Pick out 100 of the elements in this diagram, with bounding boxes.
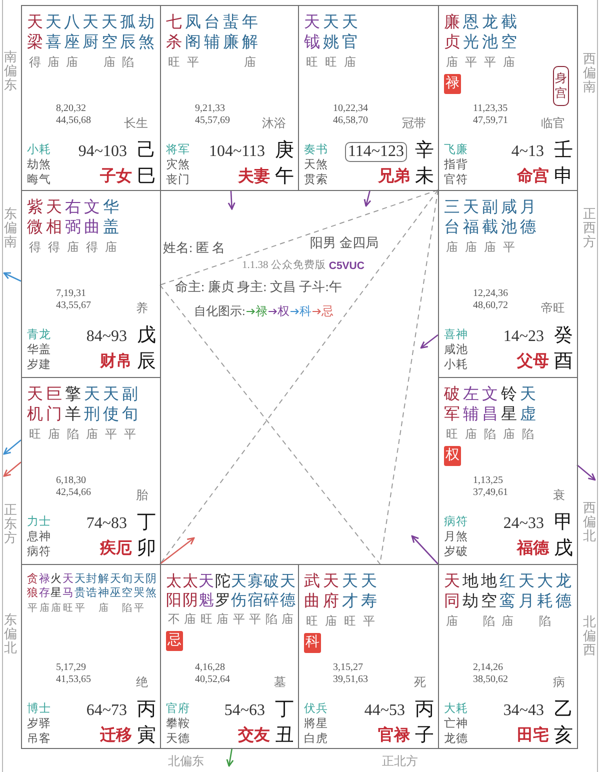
legend-label: 禄	[255, 305, 268, 319]
star-name: 贪狼	[27, 572, 38, 600]
arrow	[3, 440, 22, 455]
star-brightness: 平	[465, 56, 477, 70]
palace-name: 官禄	[378, 727, 410, 746]
age-list: 11,23,35 47,59,71	[473, 103, 508, 127]
legend-label: 权	[277, 305, 290, 319]
star-name: 劫煞	[138, 13, 154, 53]
star-brightness: 陷	[265, 613, 278, 626]
age-list: 8,20,32 44,56,68	[56, 103, 91, 127]
decade-range: 4~13	[511, 143, 544, 162]
earthly-branch: 申	[554, 166, 573, 188]
spirit-name: 博士	[27, 703, 51, 716]
star-name: 龙德	[555, 572, 572, 612]
age-list: 7,19,31 43,55,67	[56, 288, 91, 312]
star-brightness: 庙	[484, 241, 496, 254]
spirit-name: 咸池	[444, 344, 468, 358]
star-name: 天才	[342, 572, 358, 612]
star-name: 天相	[46, 198, 62, 238]
decade-range: 24~33	[503, 515, 544, 534]
version-code: C5VUC	[328, 260, 364, 272]
direction-label: 正北方	[382, 755, 418, 769]
star-name: 咸池	[501, 198, 517, 238]
palace-cell	[21, 190, 161, 378]
star-brightness: 平	[105, 428, 117, 442]
star-brightness: 庙	[66, 56, 78, 70]
spirit-name: 大耗	[444, 703, 468, 716]
star-brightness: 庙	[446, 615, 458, 628]
star-name: 天钺	[304, 13, 320, 53]
star-brightness: 得	[48, 241, 60, 254]
star-brightness: 庙	[325, 615, 337, 628]
spirit-name: 息神	[27, 531, 51, 544]
star-name: 天伤	[231, 572, 247, 610]
star-brightness: 陷	[483, 615, 496, 628]
star-brightness: 平	[28, 603, 38, 614]
palace-cell	[438, 377, 578, 565]
star-brightness: 得	[29, 241, 41, 254]
palace-cell	[298, 5, 439, 191]
star-brightness: 庙	[465, 241, 477, 254]
arrow	[420, 334, 438, 349]
star-name: 天姚	[323, 13, 339, 53]
star-name: 紫微	[27, 198, 43, 238]
earthly-branch: 戌	[554, 538, 573, 560]
palace-cell	[160, 564, 299, 749]
star-name: 三台	[444, 198, 460, 238]
palace-name: 疾厄	[100, 540, 132, 558]
star-name: 文昌	[482, 385, 498, 425]
star-name: 天德	[280, 572, 296, 610]
direction-label: 西偏北	[583, 501, 596, 543]
earthly-branch: 寅	[137, 725, 156, 747]
version-text: 1.1.38 公众免费版	[242, 260, 326, 272]
decade-range: 94~103	[78, 143, 127, 162]
star-name: 火星	[50, 572, 62, 600]
star-name: 破碎	[264, 572, 280, 610]
age-list: 6,18,30 42,54,66	[56, 475, 91, 499]
star-brightness: 庙	[86, 428, 98, 442]
earthly-branch: 午	[275, 166, 294, 188]
spirit-name: 力士	[27, 516, 51, 530]
age-list: 10,22,34 46,58,70	[333, 103, 368, 127]
star-brightness: 庙	[48, 56, 60, 70]
star-name: 台辅	[204, 13, 220, 53]
star-brightness: 庙	[282, 613, 294, 626]
life-stage-text: 墓	[274, 676, 286, 690]
star-brightness: 平	[187, 56, 199, 70]
palace-name: 兄弟	[378, 168, 410, 186]
palace-name: 财帛	[100, 353, 132, 372]
star-name: 武曲	[304, 572, 320, 612]
heavenly-stem: 壬	[554, 140, 573, 162]
star-brightness: 陷	[122, 603, 132, 614]
star-brightness: 庙	[465, 428, 477, 442]
star-name: 恩光	[463, 13, 479, 53]
star-brightness: 庙	[244, 56, 256, 70]
earthly-branch: 亥	[554, 725, 573, 747]
star-name: 七杀	[166, 13, 182, 53]
age-list: 2,14,26 38,50,62	[473, 662, 508, 686]
star-brightness: 旺	[29, 428, 41, 442]
star-name: 蜚廉	[223, 13, 239, 53]
star-brightness: 庙	[446, 241, 458, 254]
star-brightness: 平	[124, 428, 136, 442]
star-brightness: 旺	[200, 613, 212, 626]
heavenly-stem: 丙	[137, 699, 156, 721]
star-name: 封诰	[86, 572, 98, 600]
transformation-tag: 权	[444, 446, 461, 466]
star-name: 文曲	[84, 198, 100, 238]
star-name: 龙池	[482, 13, 498, 53]
star-brightness: 庙	[39, 603, 50, 614]
star-brightness: 平	[232, 613, 245, 626]
spirit-name: 灾煞	[166, 159, 190, 172]
star-brightness: 庙	[67, 241, 79, 254]
star-name: 凤阁	[185, 13, 201, 53]
star-brightness: 平	[503, 241, 515, 254]
star-brightness: 庙	[51, 603, 62, 614]
star-name: 红鸾	[500, 572, 516, 612]
life-stage-text: 帝旺	[541, 302, 565, 316]
star-brightness: 旺	[306, 56, 318, 70]
heavenly-stem: 己	[137, 140, 156, 162]
arrow	[364, 190, 372, 207]
life-stage-text: 沐浴	[262, 117, 286, 131]
decade-range: 84~93	[86, 328, 127, 346]
star-brightness: 陷	[67, 428, 79, 442]
